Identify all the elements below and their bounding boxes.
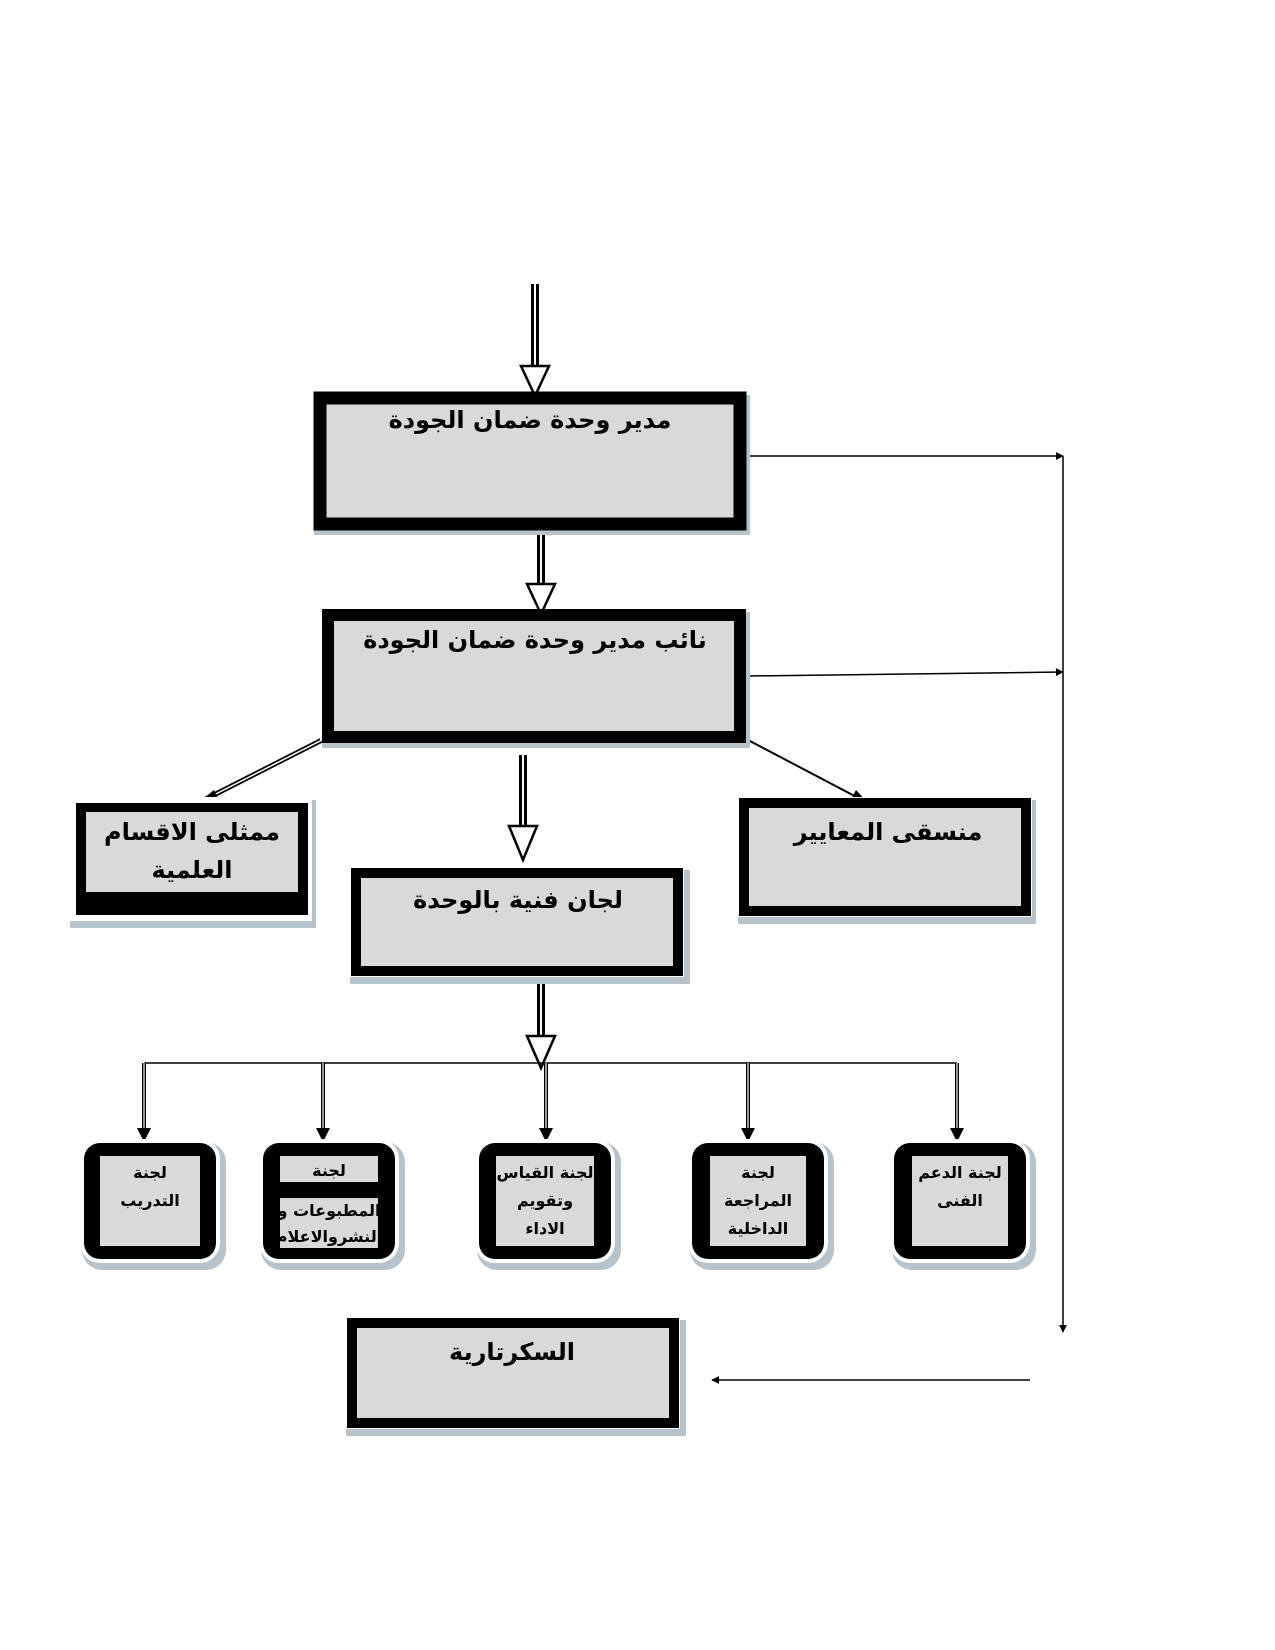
dept-reps-label-2: العلمية <box>151 856 232 884</box>
arrow-deputy-to-committees <box>507 755 539 864</box>
committee-audit-label-2: المراجعة <box>724 1191 792 1210</box>
committee-audit-label-3: الداخلية <box>728 1219 789 1238</box>
deputy-label: نائب مدير وحدة ضمان الجودة <box>363 626 707 654</box>
committee-training-label-1: لجنة <box>133 1163 167 1182</box>
right-connectors <box>711 452 1067 1384</box>
secretariat-label: السكرتارية <box>449 1338 575 1366</box>
secretariat-box: السكرتارية <box>344 1317 686 1436</box>
dept-reps-label-1: ممثلى الاقسام <box>104 818 280 846</box>
committee-support-label-2: الفنى <box>937 1191 983 1210</box>
committee-audit-label-1: لجنة <box>741 1163 775 1182</box>
committee-publications-box: لجنة المطبوعات و النشروالاعلام <box>259 1139 405 1270</box>
committee-training-label-2: التدريب <box>120 1191 179 1210</box>
standards-coordinator-label: منسقى المعايير <box>793 818 983 846</box>
committee-audit-box: لجنة المراجعة الداخلية <box>688 1139 834 1270</box>
committee-publications-label-2: المطبوعات و <box>277 1201 381 1220</box>
dept-reps-box: ممثلى الاقسام العلمية <box>68 797 316 928</box>
standards-coordinator-box: منسقى المعايير <box>736 797 1036 924</box>
arrow-director-to-deputy <box>525 522 557 617</box>
technical-committees-label: لجان فنية بالوحدة <box>413 886 623 914</box>
arrow-deputy-to-dept-reps <box>197 737 324 805</box>
branch-connectors <box>137 1062 964 1142</box>
arrow-into-director <box>519 284 551 399</box>
committee-measurement-label-2: وتقويم <box>517 1191 573 1210</box>
arrow-committees-to-branches <box>525 975 557 1072</box>
committee-measurement-label-3: الاداء <box>525 1219 564 1238</box>
director-label: مدير وحدة ضمان الجودة <box>389 406 672 434</box>
committee-support-label-1: لجنة الدعم <box>918 1163 1002 1182</box>
technical-committees-box: لجان فنية بالوحدة <box>348 867 690 984</box>
committee-measurement-label-1: لجنة القياس <box>497 1163 594 1182</box>
committee-publications-label-3: النشروالاعلام <box>276 1227 382 1246</box>
arrow-deputy-to-standards <box>747 739 869 804</box>
committee-training-box: لجنة التدريب <box>80 1139 226 1270</box>
committee-publications-label-1: لجنة <box>312 1161 346 1180</box>
deputy-box: نائب مدير وحدة ضمان الجودة <box>320 609 750 748</box>
committee-measurement-box: لجنة القياس وتقويم الاداء <box>475 1139 621 1270</box>
director-box: مدير وحدة ضمان الجودة <box>312 391 750 535</box>
committee-support-box: لجنة الدعم الفنى <box>890 1139 1036 1270</box>
